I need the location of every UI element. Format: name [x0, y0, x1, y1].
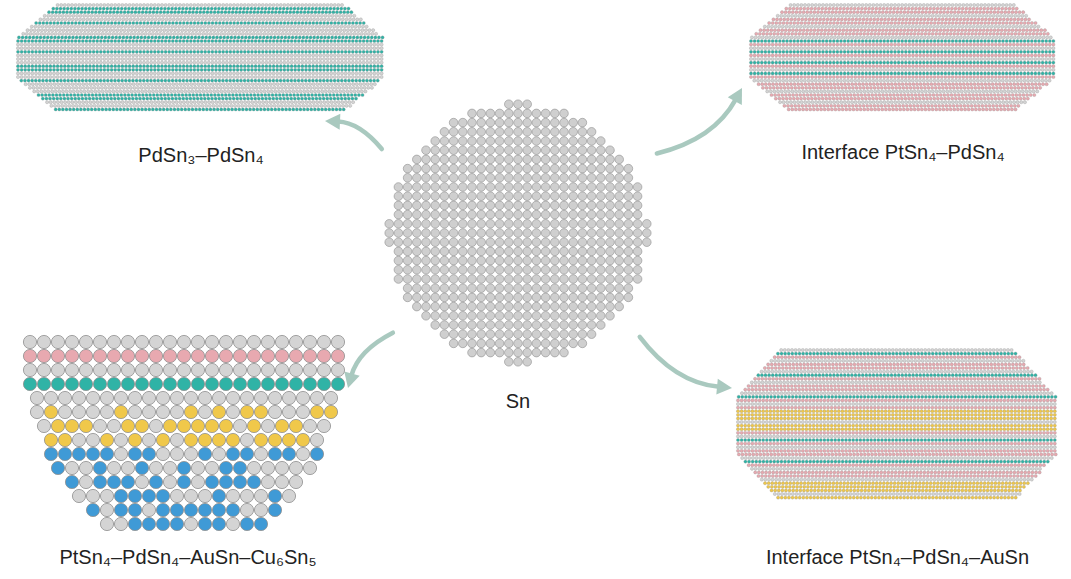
curved-arrow	[344, 333, 393, 388]
particle-label: PdSn₃–PdSn₄	[15, 143, 387, 167]
particle-illustration	[380, 95, 656, 371]
particle-panel: Interface PtSn₄–PdSn₄	[748, 3, 1058, 164]
arrow-head	[325, 114, 340, 130]
particle-panel: Interface PtSn₄–PdSn₄–AuSn	[735, 348, 1060, 569]
curved-arrow	[640, 337, 732, 395]
particle-label: Sn	[380, 389, 656, 413]
arrow-line	[338, 122, 382, 149]
arrow-head	[716, 379, 732, 395]
curved-arrow	[657, 88, 742, 154]
arrow-line	[657, 99, 736, 153]
particle-label: Interface PtSn₄–PdSn₄	[748, 140, 1058, 164]
particle-illustration	[15, 3, 387, 113]
particle-panel: PdSn₃–PdSn₄	[15, 3, 387, 167]
particle-label: PtSn₄–PdSn₄–AuSn–Cu₆Sn₅	[8, 545, 368, 569]
curved-arrow	[325, 114, 382, 149]
arrow-line	[351, 333, 392, 376]
particle-illustration	[8, 333, 368, 533]
arrow-line	[640, 337, 719, 387]
particle-panel: PtSn₄–PdSn₄–AuSn–Cu₆Sn₅	[8, 333, 368, 569]
particle-illustration	[735, 348, 1060, 503]
arrow-head	[728, 88, 742, 105]
particle-panel: Sn	[380, 95, 656, 413]
arrow-head	[344, 371, 359, 388]
particle-illustration	[748, 3, 1058, 113]
particle-label: Interface PtSn₄–PdSn₄–AuSn	[735, 545, 1060, 569]
